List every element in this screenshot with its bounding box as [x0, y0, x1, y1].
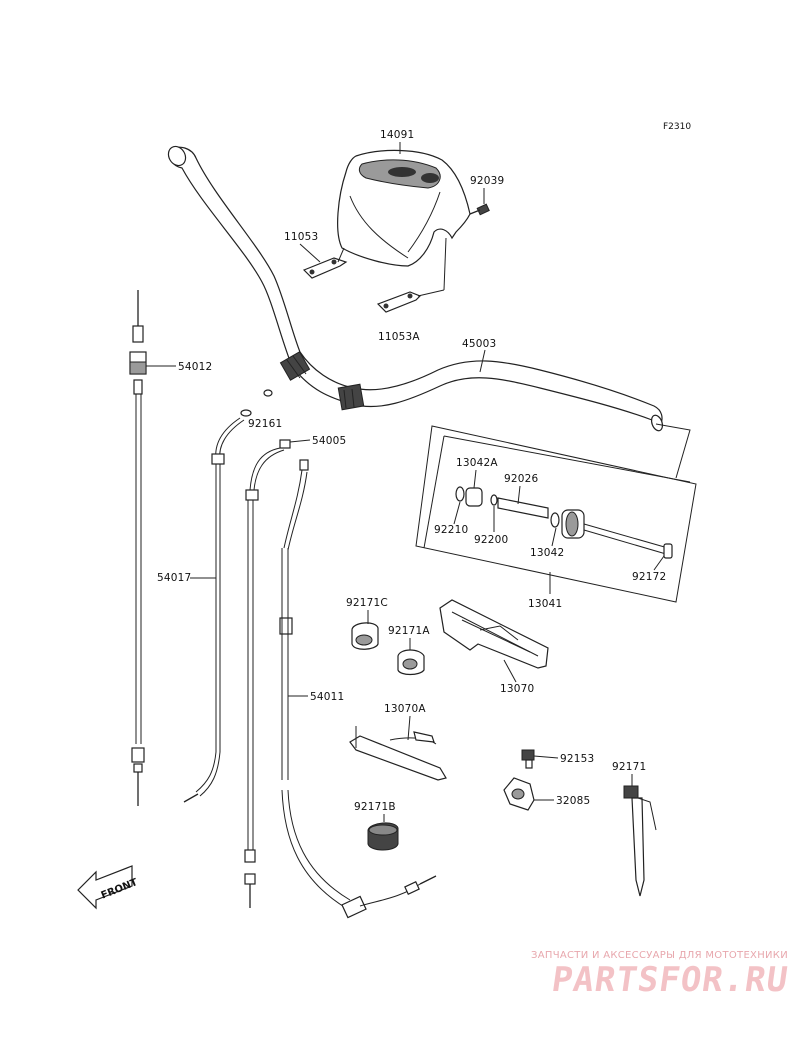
label-32085: 32085 [556, 795, 590, 807]
label-92171C: 92171C [346, 597, 388, 609]
label-13042: 13042 [530, 547, 564, 559]
label-92171: 92171 [612, 761, 646, 773]
clamp-92171A [397, 649, 425, 676]
label-13070A: 13070A [384, 703, 426, 715]
handlebar-knurl-left [279, 351, 311, 381]
label-11053: 11053 [284, 231, 318, 243]
cable-tie-92171 [623, 785, 657, 897]
clamp-92171C [351, 622, 379, 650]
holder-32085 [503, 777, 535, 811]
handlebar-cover [337, 149, 471, 267]
clamp-92171B [367, 822, 399, 851]
watermark-tagline: ЗАПЧАСТИ И АКСЕССУАРЫ ДЛЯ МОТОТЕХНИКИ [531, 950, 788, 961]
watermark-brand: PARTSFOR.RU [549, 960, 791, 1000]
label-92026: 92026 [504, 473, 539, 485]
label-92171B: 92171B [354, 801, 396, 813]
label-13042A: 13042A [456, 457, 498, 469]
label-13070: 13070 [500, 683, 534, 695]
bracket-11053A [376, 291, 422, 313]
cable-54005 [244, 439, 291, 908]
label-92039: 92039 [470, 175, 504, 187]
label-13041: 13041 [528, 598, 562, 610]
watermark: ЗАПЧАСТИ И АКСЕССУАРЫ ДЛЯ МОТОТЕХНИКИ PA… [488, 950, 791, 1000]
label-92210: 92210 [434, 524, 468, 536]
label-92153: 92153 [560, 753, 594, 765]
label-45003: 45003 [462, 338, 496, 350]
label-54017: 54017 [157, 572, 191, 584]
handlebar [167, 145, 691, 479]
label-11053A: 11053A [378, 331, 420, 343]
front-direction-arrow[interactable]: FRONT [77, 865, 139, 910]
cover-screw [469, 203, 490, 216]
handlebar-knurl-right [337, 383, 365, 411]
diagram-code: F2310 [663, 122, 691, 132]
throttle-cable-54012 [129, 290, 147, 806]
bolt-92153 [521, 749, 535, 769]
pivot-parts [455, 486, 673, 559]
assembly-13041-box [415, 425, 697, 603]
cable-54017 [183, 389, 273, 803]
bracket-13070A [349, 726, 447, 781]
label-54011: 54011 [310, 691, 344, 703]
label-92200: 92200 [474, 534, 508, 546]
bracket-13070 [439, 599, 549, 669]
label-92171A: 92171A [388, 625, 430, 637]
cable-54011 [279, 459, 437, 919]
label-92161: 92161 [248, 418, 282, 430]
bracket-11053 [302, 257, 348, 279]
label-14091: 14091 [380, 129, 414, 141]
label-92172: 92172 [632, 571, 666, 583]
label-54005: 54005 [312, 435, 346, 447]
label-54012: 54012 [178, 361, 212, 373]
